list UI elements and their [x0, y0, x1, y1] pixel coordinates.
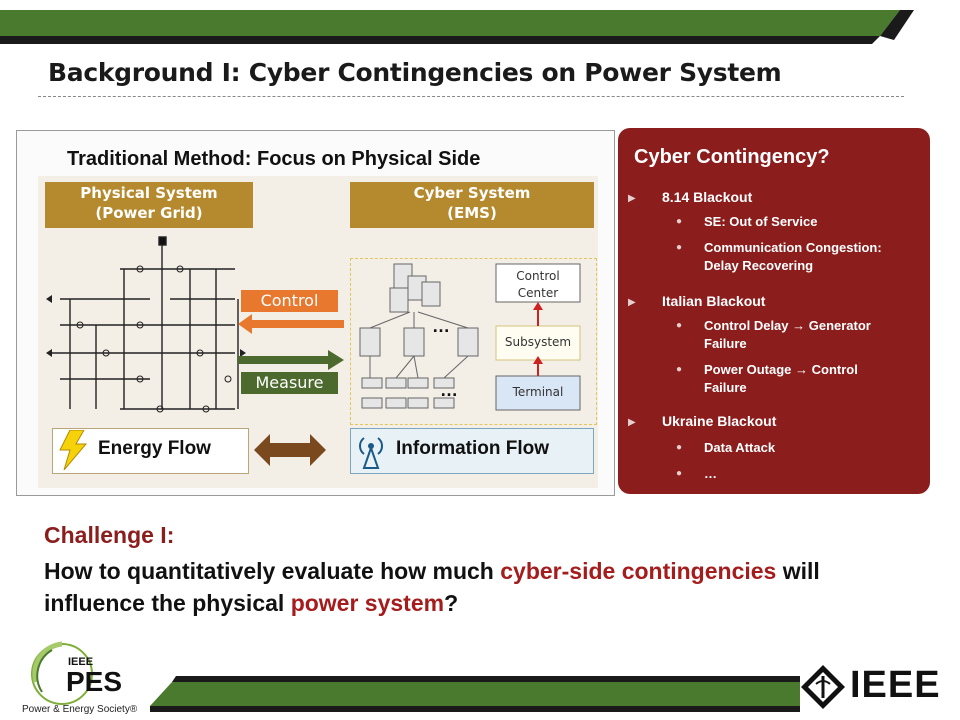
challenge-text-line1: How to quantitatively evaluate how much …	[44, 558, 820, 585]
energy-flow-box	[52, 428, 249, 474]
pes-tagline: Power & Energy Society®	[22, 704, 138, 715]
pes-circle-icon	[31, 641, 93, 705]
challenge-highlight: cyber-side contingencies	[500, 558, 777, 584]
top-banner	[0, 10, 914, 44]
ieee-diamond-icon	[801, 665, 845, 709]
antenna-icon	[359, 437, 383, 469]
ems-ellipsis-top: …	[432, 316, 450, 336]
bullet-dot-icon: ●	[676, 468, 683, 479]
physical-system-header-line1: Physical System	[80, 184, 218, 202]
title-divider	[38, 96, 904, 97]
ems-ellipsis-bottom: …	[440, 380, 458, 400]
challenge-text-line2: influence the physical power system?	[44, 590, 458, 617]
control-measure-arrows	[238, 314, 344, 370]
bullet-dot-icon: ●	[676, 242, 683, 253]
sub-list-item: SE: Out of Service	[704, 214, 818, 229]
sub-list-item-line: Failure	[704, 336, 747, 351]
cyber-system-header-line2: (EMS)	[447, 204, 497, 222]
control-label: Control	[241, 290, 338, 312]
energy-flow-label: Energy Flow	[98, 438, 211, 459]
list-item: Italian Blackout	[662, 293, 766, 309]
information-flow-box	[350, 428, 594, 474]
pes-small-text: IEEE	[68, 656, 94, 668]
challenge-text: will	[776, 558, 820, 584]
list-item: 8.14 Blackout	[662, 189, 753, 205]
bullet-dot-icon: ●	[676, 442, 683, 453]
panel-title: Cyber Contingency?	[634, 146, 830, 168]
ieee-text: IEEE	[850, 664, 941, 706]
list-item: Ukraine Blackout	[662, 413, 777, 429]
sub-list-item: Power Outage → Control Failure	[704, 361, 858, 397]
challenge-highlight: power system	[290, 590, 445, 616]
physical-system-header-line2: (Power Grid)	[95, 204, 203, 222]
sub-list-item-line: Power Outage → Control	[704, 362, 858, 377]
bullet-dot-icon: ●	[676, 364, 683, 375]
challenge-title: Challenge I:	[44, 522, 175, 548]
control-center-line1: Control	[516, 269, 560, 283]
bullet-dot-icon: ●	[676, 216, 683, 227]
ieee-logo: IEEE	[800, 660, 952, 712]
bullet-arrow-icon: ▶	[628, 297, 636, 308]
ems-network-drawing	[359, 263, 581, 411]
challenge-text: ?	[444, 590, 459, 616]
measure-label: Measure	[241, 372, 338, 394]
ems-terminal-label: Terminal	[512, 385, 564, 399]
sub-list-item-line: Failure	[704, 380, 747, 395]
figure-title: Traditional Method: Focus on Physical Si…	[67, 148, 481, 170]
bullet-arrow-icon: ▶	[628, 417, 636, 428]
information-flow-label: Information Flow	[396, 438, 550, 459]
sub-list-item: Communication Congestion: Delay Recoveri…	[704, 239, 882, 275]
ems-control-center-label: Control Center	[496, 268, 580, 302]
ieee-pes-logo: IEEE PES Power & Energy Society®	[22, 630, 152, 718]
sub-list-item: Data Attack	[704, 440, 776, 455]
challenge-text: How to quantitatively evaluate how much	[44, 558, 501, 584]
sub-list-item-line: Control Delay → Generator	[704, 318, 871, 333]
lightning-icon	[59, 430, 88, 470]
slide-title: Background I: Cyber Contingencies on Pow…	[48, 58, 782, 87]
double-arrow-icon	[254, 434, 326, 466]
cyber-contingency-panel	[618, 128, 930, 494]
pes-big-text: PES	[66, 666, 123, 697]
sub-list-item-line: Communication Congestion:	[704, 240, 882, 255]
bullet-arrow-icon: ▶	[628, 193, 636, 204]
sub-list-item: Control Delay → Generator Failure	[704, 317, 871, 353]
challenge-text: influence the physical	[44, 590, 291, 616]
sub-list-item: …	[704, 466, 717, 481]
bullet-dot-icon: ●	[676, 320, 683, 331]
bottom-banner	[150, 676, 800, 712]
control-center-line2: Center	[517, 286, 559, 300]
physical-system-header: Physical System (Power Grid)	[45, 182, 253, 228]
sub-list-item-line: Delay Recovering	[704, 258, 814, 273]
ems-subsystem-label: Subsystem	[504, 335, 572, 349]
cyber-system-header-line1: Cyber System	[413, 184, 531, 202]
power-grid-diagram	[46, 236, 246, 413]
ems-diagram	[350, 258, 597, 425]
cyber-system-header: Cyber System (EMS)	[350, 182, 594, 228]
